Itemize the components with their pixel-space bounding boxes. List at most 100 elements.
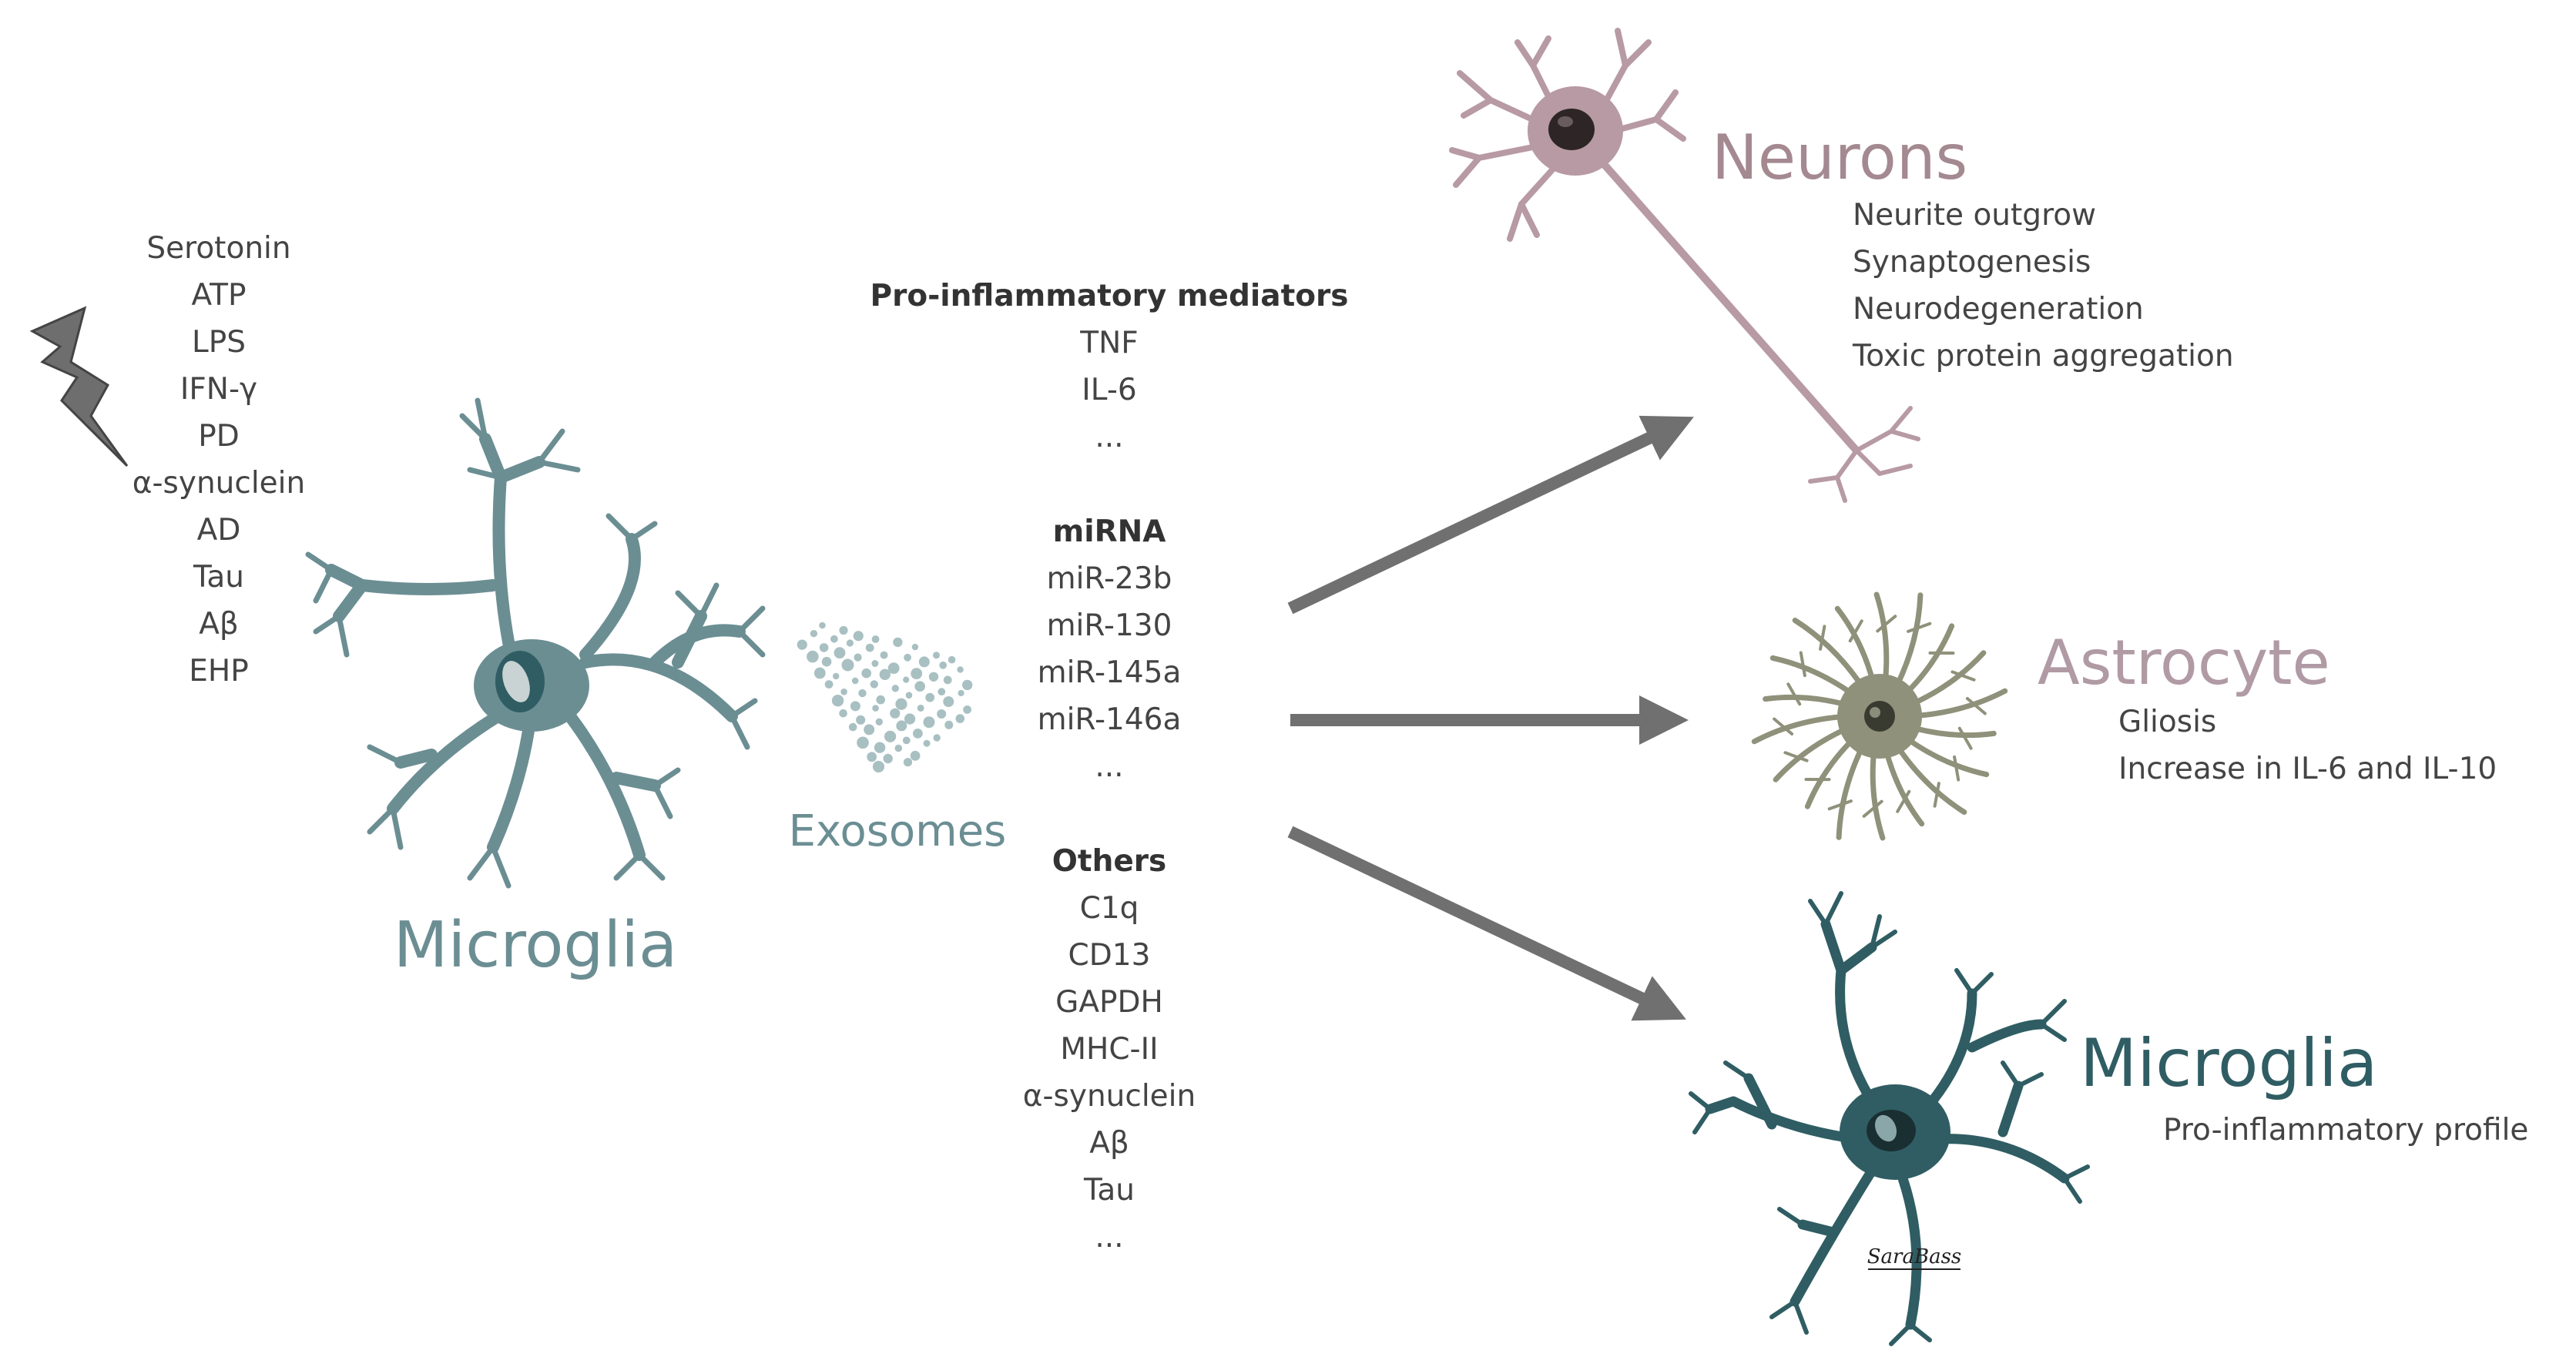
exosome-dot [824, 680, 834, 689]
exosome-dot [876, 695, 885, 705]
exosome-dot [896, 720, 907, 732]
exosome-dot [880, 651, 888, 659]
exosome-dot [884, 730, 897, 742]
source-microglia-icon [305, 397, 766, 889]
stimulus-item: AD [197, 513, 241, 548]
exosome-dot [874, 742, 886, 753]
exosome-dot [867, 752, 877, 762]
exosome-dot [841, 658, 854, 672]
exosome-dot [856, 715, 866, 725]
arrow-to-microglia [1287, 826, 1686, 1021]
astrocyte-branch [1848, 619, 1863, 643]
exosome-dot [875, 718, 884, 725]
exosome-dot [937, 709, 947, 719]
exosome-dot [857, 736, 869, 749]
astrocyte-branch [1773, 717, 1794, 735]
exosome-dot [872, 705, 879, 712]
stimulus-item: PD [198, 419, 240, 454]
exosomes-label: Exosomes [789, 806, 1007, 856]
cargo-others: Others C1q CD13 GAPDH MHC-II α-synuclein… [1023, 844, 1196, 1255]
exosome-dot [872, 760, 885, 773]
exosome-dot [958, 689, 964, 697]
exosome-dot [943, 675, 952, 685]
exosome-dot [851, 677, 859, 685]
cargo-item: ... [1095, 749, 1123, 784]
exosome-dot [891, 685, 900, 692]
exosome-dot [887, 662, 900, 674]
exosome-dot [831, 695, 844, 707]
lightning-bolt-icon [29, 306, 129, 467]
exosome-dot [902, 736, 911, 745]
cargo-item: miR-146a [1038, 702, 1182, 737]
stimulus-item: Aβ [199, 607, 239, 642]
exosome-dot [905, 692, 913, 699]
exosome-dot [943, 696, 954, 708]
artist-signature: SaraBass [1867, 1245, 1962, 1268]
exosome-dot [917, 705, 924, 712]
exosome-dot [937, 688, 946, 696]
exosome-dot [903, 758, 913, 767]
effect-item: Neurodegeneration [1853, 292, 2144, 327]
cargo-item: miR-145a [1038, 655, 1182, 690]
target-microglia-label: Microglia [2080, 1025, 2378, 1102]
exosome-dot [883, 753, 893, 764]
exosome-dot [913, 729, 923, 739]
cargo-item: TNF [1079, 326, 1138, 360]
exosome-dot [813, 667, 826, 679]
exosome-dot [923, 739, 931, 747]
cargo-item: ... [1095, 420, 1123, 454]
cargo-item: CD13 [1068, 938, 1151, 973]
exosome-dot [933, 734, 941, 742]
exosome-dot [848, 722, 857, 732]
stimulus-item: Serotonin [146, 231, 290, 266]
cargo-item: Tau [1083, 1173, 1135, 1208]
exosome-dot [925, 692, 935, 702]
exosome-dot [928, 672, 939, 682]
exosome-dot [858, 689, 867, 698]
exosome-dot [939, 661, 948, 669]
exosome-dot [807, 650, 819, 663]
cargo-item: MHC-II [1060, 1032, 1158, 1067]
cargo-item: GAPDH [1055, 985, 1163, 1020]
neurons-effects: Neurite outgrow Synaptogenesis Neurodege… [1852, 198, 2234, 374]
exosome-dot [864, 724, 875, 735]
cargo-item: α-synuclein [1023, 1079, 1196, 1114]
exosome-dot [870, 680, 879, 689]
exosome-dot [819, 622, 826, 629]
exosome-dot [955, 714, 965, 723]
astrocyte-branch [1799, 651, 1806, 678]
astrocyte-effects: Gliosis Increase in IL-6 and IL-10 [2118, 705, 2497, 786]
cargo-item: IL-6 [1082, 373, 1136, 407]
cargo-item: Aβ [1089, 1126, 1129, 1161]
exosome-dot [948, 655, 956, 664]
exosome-dot [914, 681, 925, 692]
exosome-dot [944, 720, 954, 729]
stimuli-list: Serotonin ATP LPS IFN-γ PD α-synuclein A… [132, 231, 305, 689]
cargo-item: ... [1095, 1220, 1123, 1255]
exosome-dot [923, 716, 935, 729]
stimulus-item: IFN-γ [180, 372, 257, 407]
effect-item: Pro-inflammatory profile [2163, 1113, 2528, 1148]
effect-item: Toxic protein aggregation [1852, 339, 2234, 374]
cargo-item: miR-23b [1047, 561, 1172, 596]
exosome-dot [839, 709, 847, 718]
astrocyte-branch [1786, 682, 1802, 706]
astrocyte-branch [1827, 799, 1853, 811]
exosome-dot [904, 713, 916, 725]
stimulus-item: Tau [193, 560, 244, 595]
exosome-dot [797, 639, 807, 650]
exosome-dot [879, 668, 891, 680]
exosome-dot [871, 660, 879, 667]
stimulus-item: EHP [189, 654, 249, 689]
exosome-dot [839, 625, 848, 635]
exosome-dot [918, 656, 930, 668]
stimulus-item: LPS [192, 325, 246, 360]
astrocyte-branch [1819, 625, 1826, 651]
astrocyte-branch [1965, 697, 1987, 715]
cargo-item: miR-130 [1047, 608, 1172, 643]
effect-item: Increase in IL-6 and IL-10 [2118, 752, 2497, 786]
exosome-dot [904, 653, 911, 662]
astrocyte-branch [1933, 782, 1940, 808]
stimulus-item: α-synuclein [132, 466, 305, 501]
exosome-dot [871, 635, 880, 643]
